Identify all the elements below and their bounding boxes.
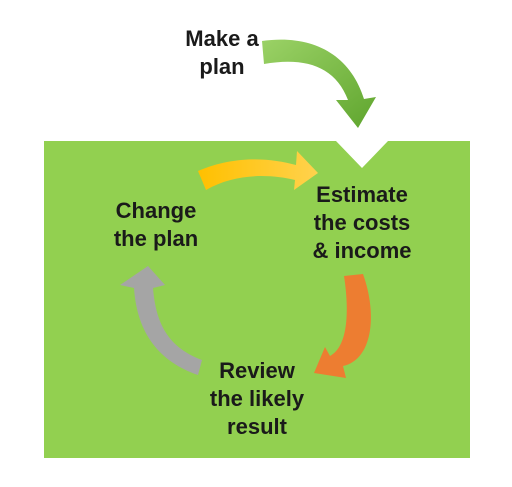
make-a-plan-line-1: Make a [185, 26, 259, 51]
review-line-2: the likely [209, 386, 305, 411]
estimate-to-review-arrow [314, 274, 371, 378]
review-likely-result-label: Review the likely result [182, 357, 332, 441]
make-plan-arrow [262, 39, 376, 128]
change-line-2: the plan [113, 226, 199, 251]
estimate-line-1: Estimate [316, 182, 408, 207]
review-line-3: result [227, 414, 287, 439]
change-to-estimate-arrow [198, 151, 318, 190]
make-a-plan-line-2: plan [199, 54, 245, 79]
review-to-change-arrow [120, 266, 202, 375]
change-the-plan-label: Change the plan [86, 197, 226, 253]
estimate-costs-income-label: Estimate the costs & income [282, 181, 442, 265]
estimate-line-2: the costs [313, 210, 411, 235]
estimate-line-3: & income [312, 238, 412, 263]
make-a-plan-label: Make a plan [152, 25, 292, 81]
change-line-1: Change [115, 198, 197, 223]
review-line-1: Review [219, 358, 295, 383]
background-panel [44, 141, 470, 458]
